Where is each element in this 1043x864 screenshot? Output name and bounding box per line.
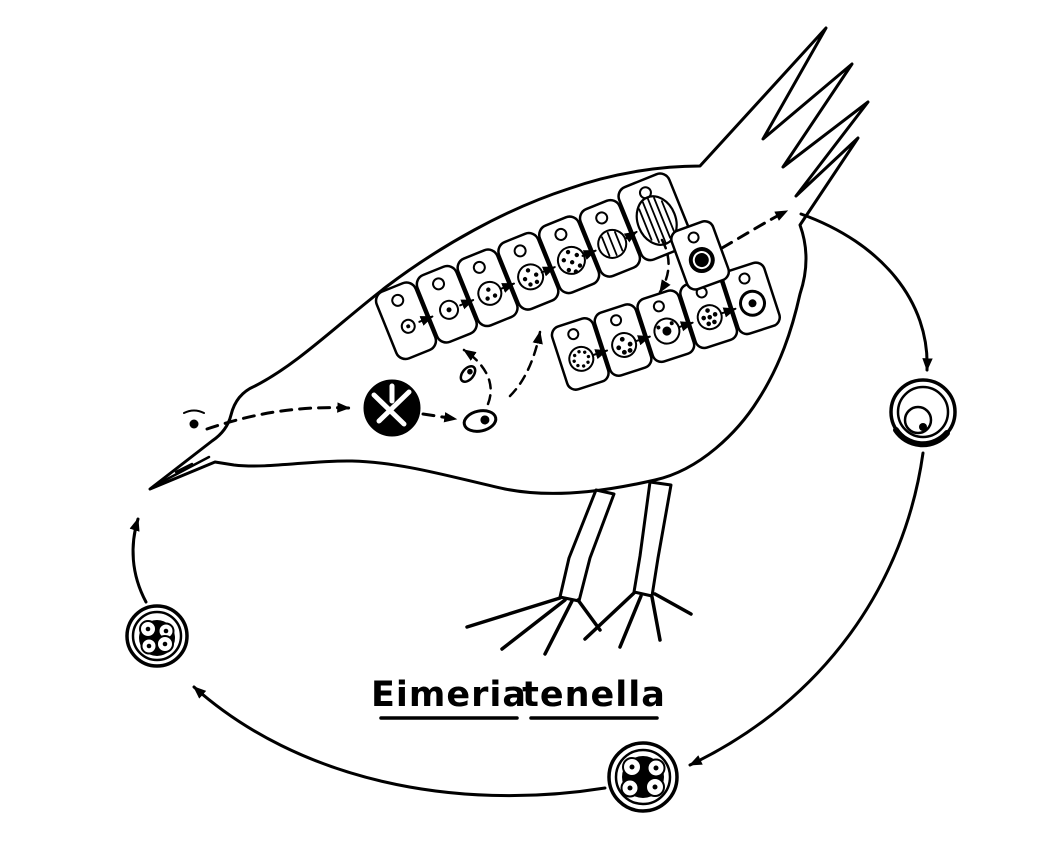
oocyst-sporulated-bottom-icon (607, 741, 679, 813)
parasite-stage-icon (439, 299, 460, 320)
cell-progression-arrow (418, 315, 434, 326)
chicken-left-foot (465, 596, 602, 656)
host-cell (636, 289, 696, 364)
cell-progression-arrow (540, 266, 556, 277)
sporozoite-icon (459, 365, 477, 383)
host-cell (593, 303, 653, 378)
cell-progression-arrow (592, 349, 609, 360)
cycle-arrow-sporulation-1 (688, 451, 925, 767)
schizont-to-gamete-arrow (658, 238, 671, 294)
host-cell (721, 261, 781, 336)
invasion-arrow (508, 330, 543, 398)
excystation-arrow (421, 412, 458, 423)
cell-progression-arrow (678, 321, 694, 332)
host-cell (578, 198, 642, 278)
chicken-right-foot (583, 591, 693, 649)
ingestion-path-arrow (205, 402, 351, 431)
chicken-beak-icon (152, 455, 211, 488)
cell-progression-arrow (635, 335, 652, 346)
chicken-right-leg (632, 480, 673, 598)
invasion-arrow (462, 348, 492, 406)
macrogametocyte-icon (611, 331, 638, 358)
oocyst-unsporulated-icon (889, 378, 957, 448)
chicken-eye-icon (183, 409, 205, 429)
parasite-stage-icon (400, 318, 416, 334)
host-cell (679, 275, 739, 350)
host-cell (537, 215, 601, 295)
zygote-icon (739, 289, 767, 317)
cell-progression-arrow (499, 282, 516, 293)
ingested-oocyst-icon (363, 379, 421, 437)
cell-progression-arrow (721, 307, 737, 318)
chicken-outline (148, 26, 870, 656)
cell-progression-arrow (623, 230, 638, 243)
sporozoite-icon (462, 409, 498, 433)
microgametocyte-icon (568, 345, 595, 372)
cell-progression-arrow (459, 299, 475, 310)
caption-genus: Eimeria (371, 675, 527, 715)
cycle-arrow-ingestion (129, 517, 148, 604)
host-cell (415, 264, 478, 344)
host-cell (456, 248, 519, 328)
host-cell (374, 281, 438, 361)
figure-caption: Eimeria tenella (371, 675, 666, 720)
cycle-arrow-shedding (799, 212, 933, 372)
chicken-left-leg (558, 488, 616, 603)
mature-schizont-icon (635, 195, 678, 246)
oocyst-sporulated-left-icon (125, 604, 189, 668)
host-cell (497, 231, 560, 311)
cell-progression-arrow (581, 249, 597, 260)
caption-species: tenella (522, 675, 666, 715)
gamete-stage-icon (696, 304, 723, 331)
host-cell (550, 317, 610, 391)
gametogony-cell-row (550, 261, 781, 391)
oocyst-exit-arrow (720, 209, 789, 250)
cycle-arrow-sporulation-2 (192, 685, 607, 798)
young-oocyst-icon (688, 247, 715, 274)
